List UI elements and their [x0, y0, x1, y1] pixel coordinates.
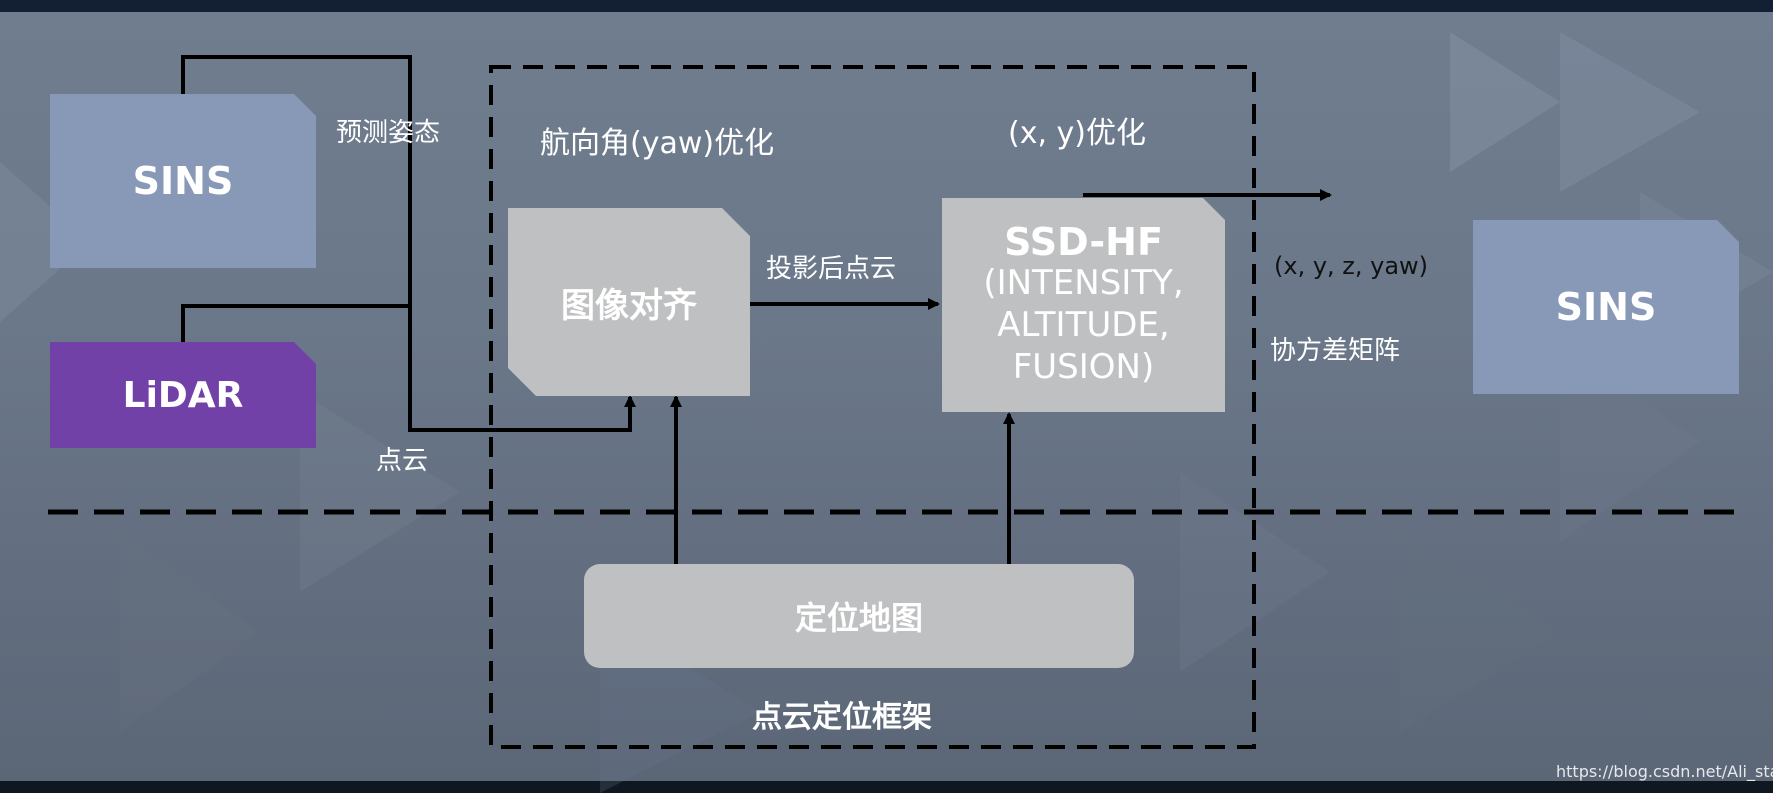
ssd-hf-detail-1: (INTENSITY,	[983, 263, 1184, 303]
xy-optimization-label: (x, y)优化	[1008, 116, 1146, 151]
lidar-box: LiDAR	[50, 342, 316, 448]
sins-left-box: SINS	[50, 94, 316, 268]
framework-dashed-box	[489, 65, 1256, 749]
watermark: https://blog.csdn.net/Ali_start	[1556, 762, 1773, 781]
ssd-hf-detail-3: FUSION)	[1012, 347, 1155, 387]
ssd-hf-detail-2: ALTITUDE,	[997, 305, 1170, 345]
lidar-label: LiDAR	[122, 374, 244, 416]
image-align-box: 图像对齐	[508, 208, 750, 396]
covariance-label: 协方差矩阵	[1270, 336, 1401, 366]
sins-predicted-pose-arrow	[181, 55, 636, 432]
sins-left-label: SINS	[132, 159, 234, 203]
predicted-pose-label: 预测姿态	[336, 118, 441, 148]
lidar-point-cloud-line	[181, 304, 410, 342]
sins-right-label: SINS	[1555, 285, 1657, 329]
output-variables-label: (x, y, z, yaw)	[1274, 252, 1429, 280]
connector-lines	[181, 55, 1332, 564]
ssd-hf-title: SSD-HF	[1004, 220, 1163, 264]
localization-map-label: 定位地图	[794, 599, 923, 637]
point-cloud-label: 点云	[376, 446, 429, 476]
projected-cloud-label: 投影后点云	[766, 254, 897, 284]
image-align-label: 图像对齐	[561, 285, 697, 326]
localization-map-box: 定位地图	[584, 564, 1134, 668]
framework-dashed-frames	[48, 65, 1740, 749]
yaw-optimization-label: 航向角(yaw)优化	[540, 126, 775, 161]
framework-title: 点云定位框架	[752, 700, 932, 735]
ssd-hf-box: SSD-HF (INTENSITY, ALTITUDE, FUSION)	[942, 198, 1225, 412]
sins-right-box: SINS	[1473, 220, 1739, 394]
